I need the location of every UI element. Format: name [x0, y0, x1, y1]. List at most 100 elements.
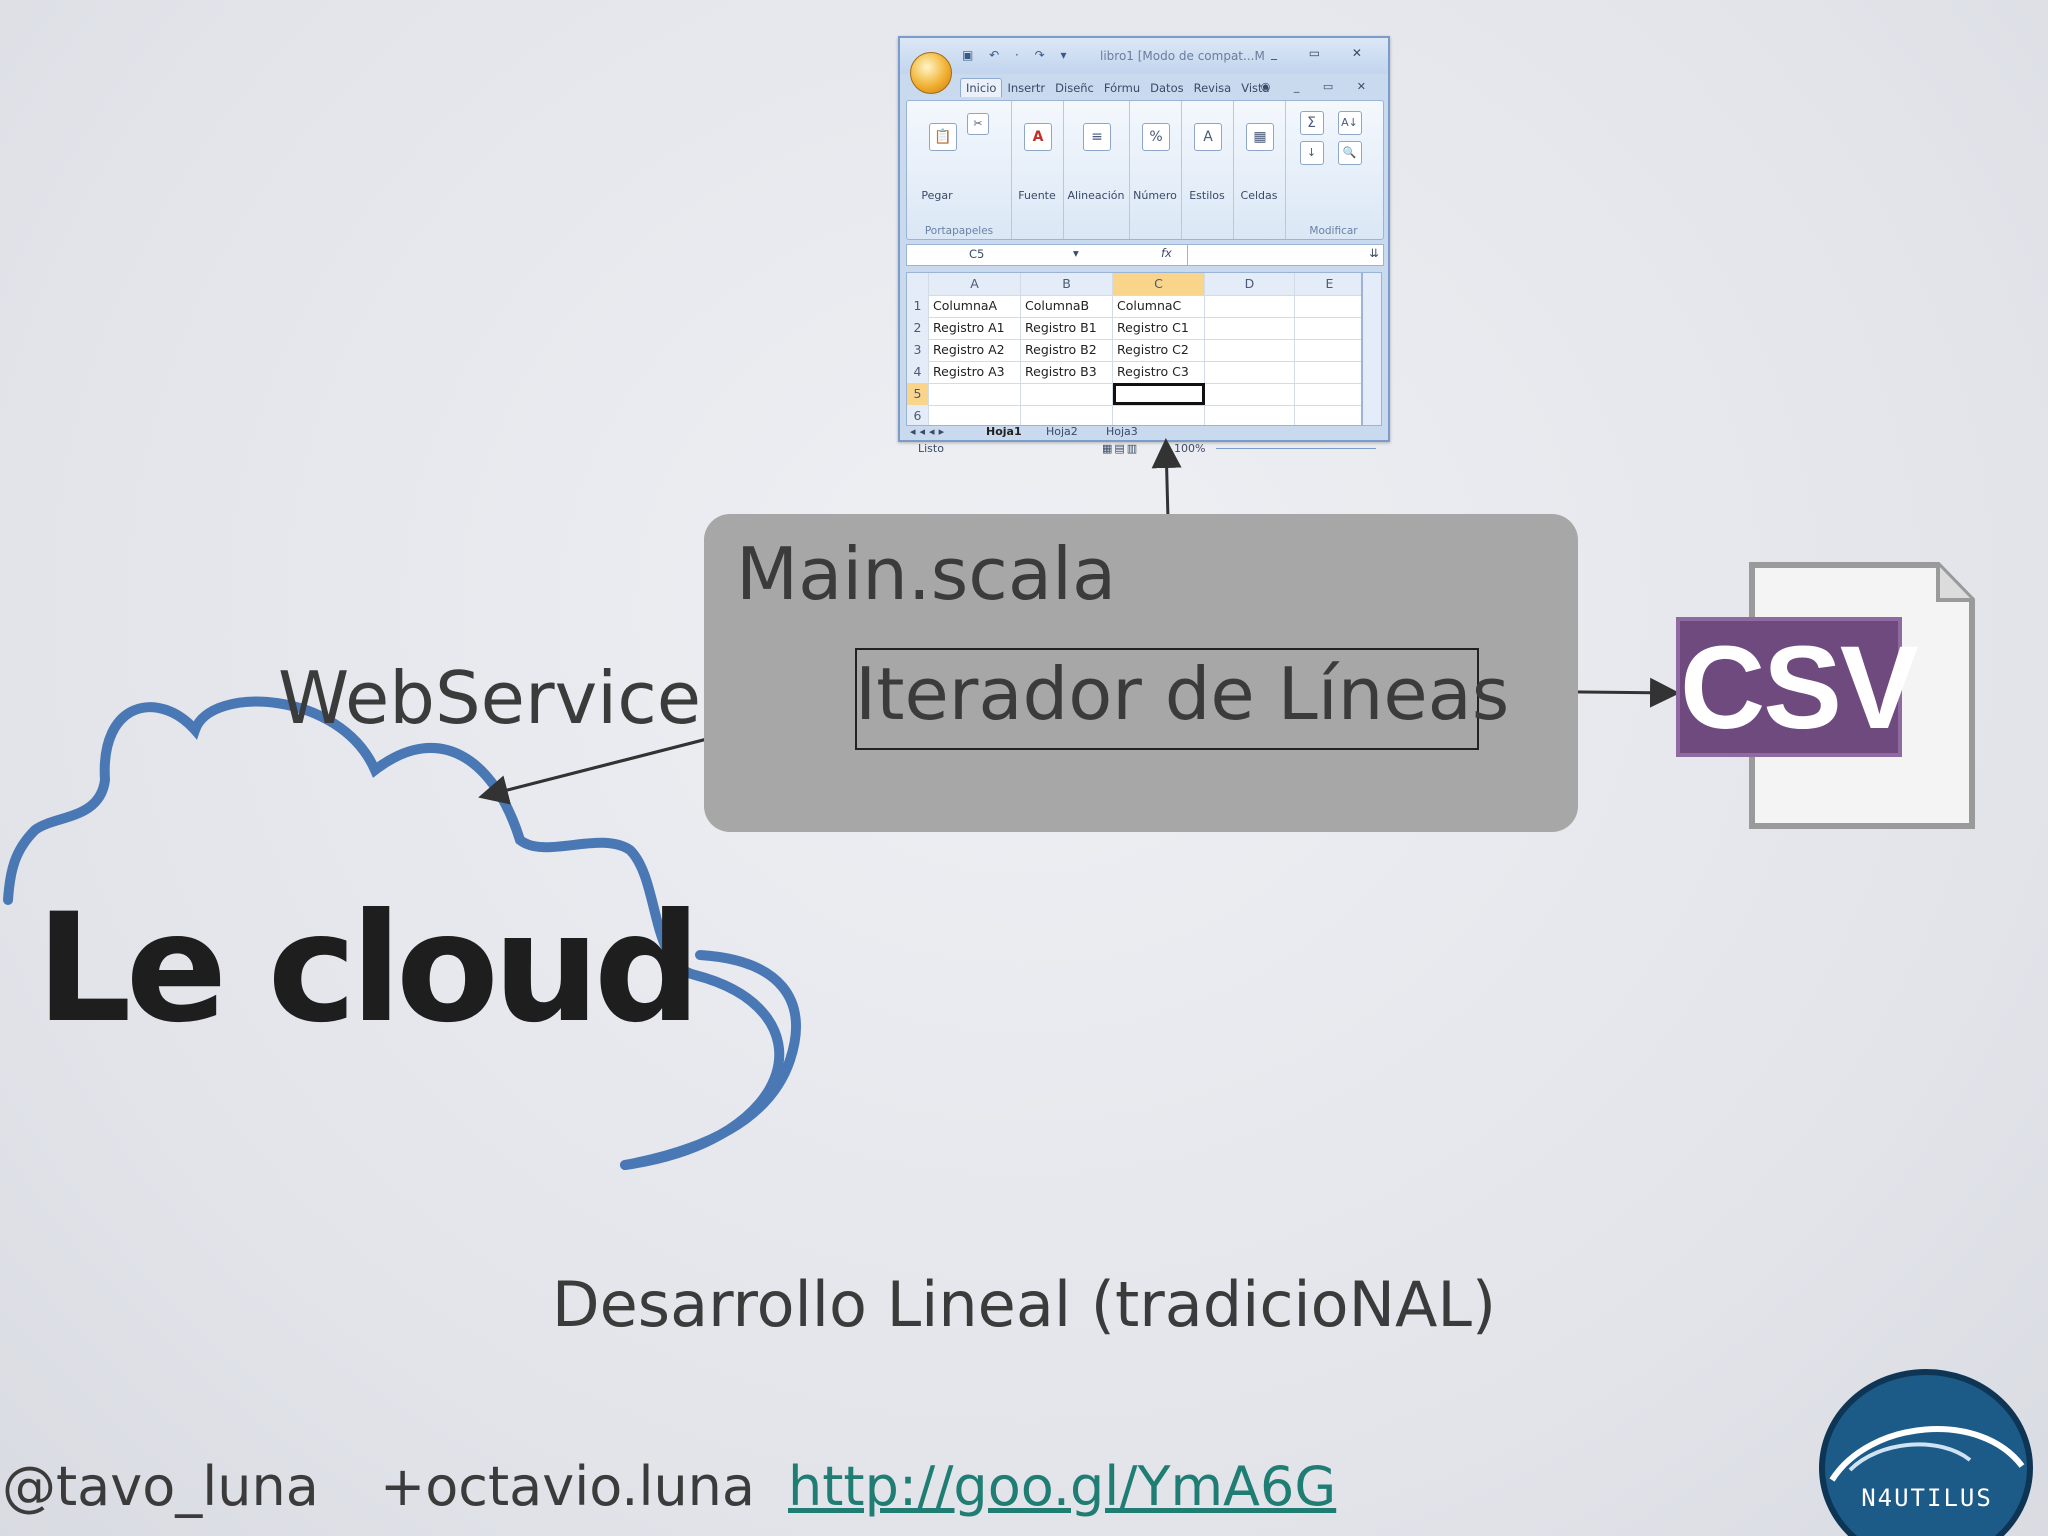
table-cell[interactable]: Registro A3 [929, 361, 1021, 383]
zoom-level: 100% [1174, 442, 1206, 455]
clipboard-group-label: Portapapeles [924, 225, 994, 237]
row-header[interactable]: 5 [907, 383, 929, 405]
twitter-handle: @tavo_luna [2, 1455, 319, 1518]
table-cell[interactable] [1205, 405, 1295, 425]
excel-titlebar: ▣ ↶ · ↷ ▾ libro1 [Modo de compat...M _ ▭… [900, 38, 1388, 74]
tab-insertar[interactable]: Insertr [1007, 81, 1046, 95]
cut-icon: ✂ [967, 113, 989, 135]
expand-formula-bar-icon[interactable]: ⇊ [1369, 246, 1379, 260]
iterator-label: Iterador de Líneas [855, 652, 1510, 736]
table-cell[interactable] [1113, 405, 1205, 425]
group-cells[interactable]: ▦ Celdas [1233, 101, 1286, 239]
row-header[interactable]: 6 [907, 405, 929, 425]
zoom-slider[interactable] [1216, 448, 1376, 459]
tab-formulas[interactable]: Fórmu [1103, 81, 1141, 95]
vertical-scrollbar[interactable] [1362, 272, 1382, 426]
excel-window-screenshot: ▣ ↶ · ↷ ▾ libro1 [Modo de compat...M _ ▭… [898, 36, 1390, 455]
group-styles[interactable]: A Estilos [1181, 101, 1234, 239]
view-buttons-icon[interactable]: ▦▤▥ [1102, 442, 1140, 455]
row-header[interactable]: 4 [907, 361, 929, 383]
ribbon-tabs: Inicio Insertr Diseñc Fórmu Datos Revisa Vista [960, 78, 1275, 100]
short-link-text[interactable]: http://goo.gl/YmA6G [788, 1455, 1337, 1518]
column-header[interactable]: E [1295, 273, 1361, 295]
column-header[interactable]: C [1113, 273, 1205, 295]
alignment-label: Alineación [1067, 189, 1125, 202]
ribbon: 📋 ✂ Pegar Portapapeles A Fuente ≡ Alinea… [906, 100, 1384, 240]
table-cell[interactable] [1205, 383, 1295, 405]
table-cell[interactable]: ColumnaC [1113, 295, 1205, 317]
column-header[interactable]: D [1205, 273, 1295, 295]
main-scala-title: Main.scala [736, 532, 1117, 616]
sheet-nav-arrows-icon[interactable]: ◂◂◂▸ [910, 425, 949, 438]
nautilus-logo-text: N4UTILUS [1861, 1484, 1993, 1512]
table-cell[interactable] [929, 405, 1021, 425]
formula-bar-divider [1187, 245, 1188, 265]
table-cell[interactable] [1205, 361, 1295, 383]
paste-icon: 📋 [929, 123, 957, 151]
excel-window-title: libro1 [Modo de compat...M [1100, 49, 1265, 63]
table-cell[interactable]: Registro A1 [929, 317, 1021, 339]
table-cell[interactable]: Registro B1 [1021, 317, 1113, 339]
tab-revisar[interactable]: Revisa [1193, 81, 1232, 95]
table-cell[interactable] [1113, 383, 1205, 405]
percent-icon: % [1142, 123, 1170, 151]
select-all-corner[interactable] [907, 273, 929, 295]
table-cell[interactable]: Registro B3 [1021, 361, 1113, 383]
window-controls[interactable]: _ ▭ ✕ [1270, 46, 1376, 60]
cloud-logo-text: Le cloud [36, 882, 701, 1056]
column-header[interactable]: B [1021, 273, 1113, 295]
cells-icon: ▦ [1246, 123, 1274, 151]
group-font[interactable]: A Fuente [1011, 101, 1064, 239]
ribbon-window-controls[interactable]: ◉ _ ▭ ✕ [1260, 80, 1376, 93]
sheet-tab-hoja2[interactable]: Hoja2 [1046, 425, 1078, 438]
quick-access-toolbar[interactable]: ▣ ↶ · ↷ ▾ [962, 48, 1073, 62]
short-link[interactable]: http://goo.gl/YmA6G [788, 1455, 1336, 1518]
group-editing[interactable]: Σ A↓ ↓ 🔍 Modificar [1285, 101, 1382, 239]
status-text: Listo [918, 442, 944, 455]
table-cell[interactable]: Registro C3 [1113, 361, 1205, 383]
table-row: 5 [907, 383, 1361, 406]
alignment-icon: ≡ [1083, 123, 1111, 151]
office-button-icon[interactable] [910, 52, 952, 94]
table-cell[interactable] [929, 383, 1021, 405]
sheet-tab-hoja3[interactable]: Hoja3 [1106, 425, 1138, 438]
sheet-tabs-bar: ◂◂◂▸ Hoja1 Hoja2 Hoja3 Listo ▦▤▥ 100% [906, 425, 1382, 455]
table-cell[interactable]: ColumnaA [929, 295, 1021, 317]
row-header[interactable]: 1 [907, 295, 929, 317]
table-cell[interactable]: ColumnaB [1021, 295, 1113, 317]
row-header[interactable]: 2 [907, 317, 929, 339]
column-header[interactable]: A [929, 273, 1021, 295]
editing-group-label: Modificar [1309, 225, 1358, 237]
group-alignment[interactable]: ≡ Alineación [1063, 101, 1130, 239]
iterator-box [855, 648, 1479, 750]
table-cell[interactable] [1205, 317, 1295, 339]
webservice-label: WebService [278, 656, 702, 740]
row-header[interactable]: 3 [907, 339, 929, 361]
tab-datos[interactable]: Datos [1150, 81, 1184, 95]
table-cell[interactable] [1205, 295, 1295, 317]
table-cell[interactable]: Registro B2 [1021, 339, 1113, 361]
csv-label: CSV [1680, 622, 1919, 754]
cloud-outline-lower [620, 950, 801, 1170]
table-cell[interactable] [1021, 405, 1113, 425]
table-cell[interactable]: Registro A2 [929, 339, 1021, 361]
sheet-tab-hoja1[interactable]: Hoja1 [986, 425, 1022, 438]
table-cell[interactable] [1021, 383, 1113, 405]
group-number[interactable]: % Número [1129, 101, 1182, 239]
table-cell[interactable] [1205, 339, 1295, 361]
tab-inicio[interactable]: Inicio [960, 78, 1003, 97]
tab-diseno[interactable]: Diseñc [1055, 81, 1094, 95]
table-cell[interactable]: Registro C2 [1113, 339, 1205, 361]
fx-icon[interactable]: fx [1161, 246, 1172, 260]
paste-label: Pegar [921, 189, 953, 202]
group-clipboard[interactable]: 📋 ✂ Pegar Portapapeles [907, 101, 1012, 239]
table-cell[interactable]: Registro C1 [1113, 317, 1205, 339]
name-box[interactable]: C5 [969, 247, 985, 261]
name-box-dropdown-icon[interactable]: ▾ [1073, 246, 1079, 260]
font-icon: A [1024, 123, 1052, 151]
tab-vista[interactable]: Vista [1241, 81, 1270, 95]
table-row: 6 [907, 405, 1361, 425]
